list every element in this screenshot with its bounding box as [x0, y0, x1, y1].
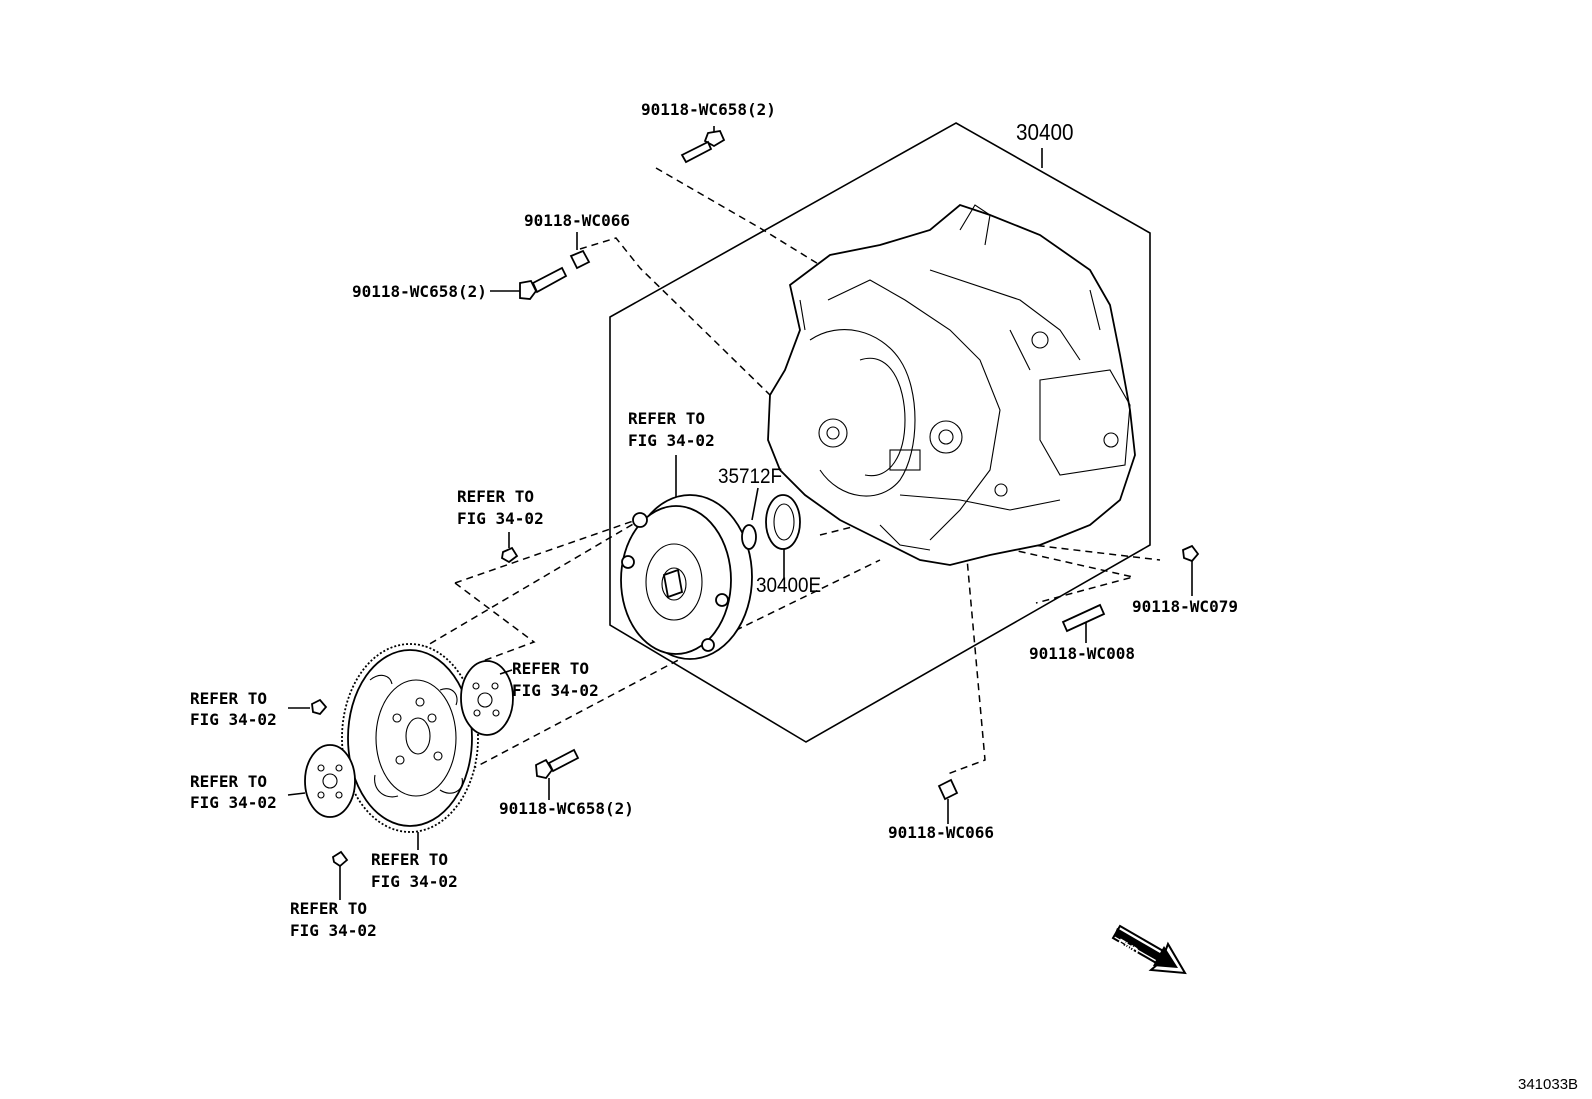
transaxle-body [767, 203, 1136, 566]
oil-seal [765, 494, 801, 580]
label-bolt-front: 90118-WC658(2) [499, 799, 634, 818]
assembly-boundary [609, 122, 1151, 743]
fwd-arrow-icon [1111, 924, 1187, 975]
label-rear-plate-ref-1: REFER TO [190, 772, 268, 791]
label-bolt-left: 90118-WC658(2) [352, 282, 487, 301]
label-converter-ref-1: REFER TO [628, 409, 706, 428]
bolt-top [680, 126, 726, 164]
stud-right [1061, 603, 1106, 643]
label-drive-bolt-ref-2: FIG 34-02 [190, 710, 277, 729]
label-drive-plate-ref-1: REFER TO [371, 850, 449, 869]
bolt-converter [501, 532, 519, 564]
label-plate-ref-1: REFER TO [512, 659, 590, 678]
label-stud-right: 90118-WC008 [1029, 644, 1135, 663]
o-ring [741, 487, 759, 550]
label-lower-bolt-ref-1: REFER TO [290, 899, 368, 918]
bolt-lower [331, 850, 349, 900]
label-drive-bolt-ref-1: REFER TO [190, 689, 268, 708]
label-converter-ref-2: FIG 34-02 [628, 431, 715, 450]
label-pin-lower: 90118-WC066 [888, 823, 994, 842]
label-plate-ref-2: FIG 34-02 [512, 681, 599, 700]
drive-plate [341, 643, 479, 850]
label-bolt-top: 90118-WC658(2) [641, 100, 776, 119]
bolt-left [490, 266, 568, 300]
nut-right [1182, 544, 1200, 596]
torque-converter [620, 455, 753, 660]
label-case-assy: 30400 [1016, 119, 1074, 145]
adapter-plate-right [460, 660, 514, 736]
label-drive-plate-ref-2: FIG 34-02 [371, 872, 458, 891]
label-bolt-ref-2: FIG 34-02 [457, 509, 544, 528]
label-lower-bolt-ref-2: FIG 34-02 [290, 921, 377, 940]
figure-code: 341033B [1518, 1076, 1579, 1093]
label-rear-plate-ref-2: FIG 34-02 [190, 793, 277, 812]
label-nut-right: 90118-WC079 [1132, 597, 1238, 616]
pin-upper [569, 232, 591, 270]
label-oring: 35712F [718, 465, 783, 488]
label-pin-upper: 90118-WC066 [524, 211, 630, 230]
bolt-drive-plate [288, 698, 328, 716]
adapter-plate-left [287, 744, 356, 818]
bolt-front [535, 748, 580, 800]
label-seal: 30400E [756, 574, 822, 597]
label-bolt-ref-1: REFER TO [457, 487, 535, 506]
pin-lower [937, 778, 959, 824]
